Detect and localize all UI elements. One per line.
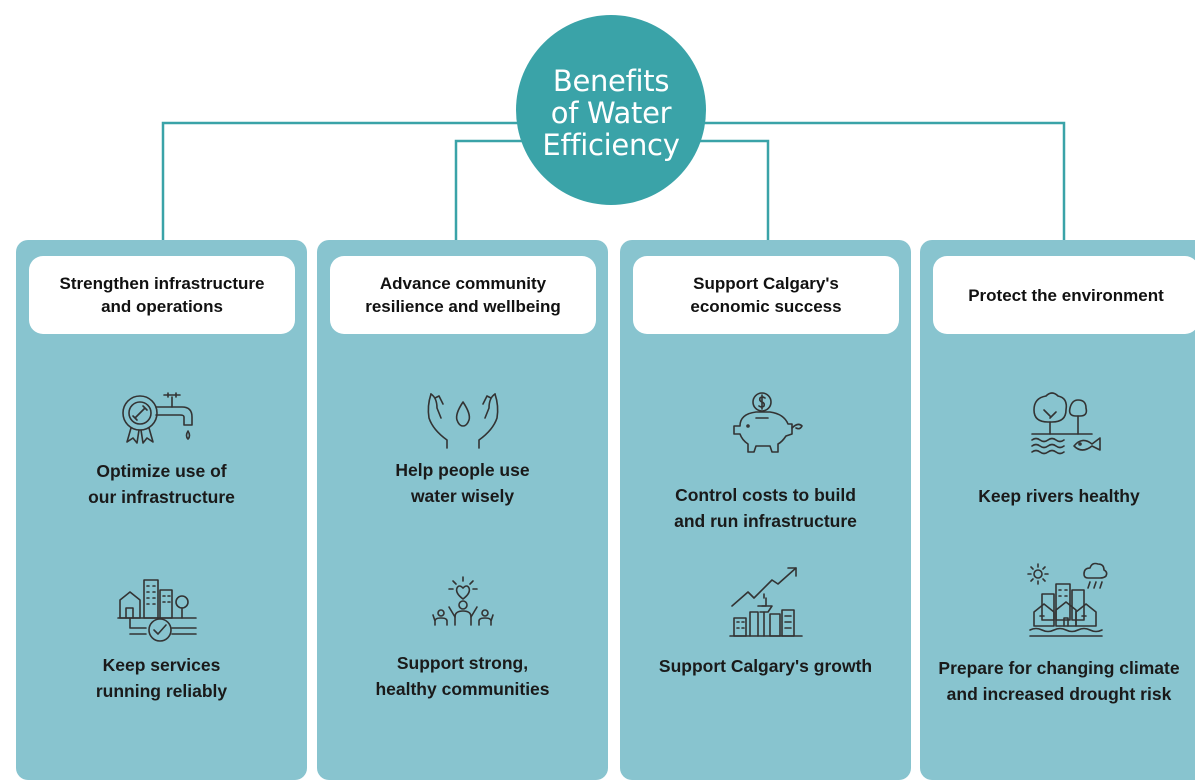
column-community: Advance community resilience and wellbei…: [317, 240, 608, 780]
column-title: Strengthen infrastructure and operations: [29, 256, 295, 334]
column-infrastructure: Strengthen infrastructure and operations…: [16, 240, 307, 780]
hub-title-line-1: Benefits: [552, 64, 670, 98]
city-weather-icon: [1026, 562, 1110, 640]
item-text: Keep rivers healthy: [978, 486, 1140, 506]
hub-title-line-2: of Water: [550, 96, 672, 130]
column-economic: Support Calgary's economic success Contr…: [620, 240, 911, 780]
item-text: Help people use water wisely: [395, 460, 530, 506]
hub-circle: Benefits of Water Efficiency: [516, 15, 706, 205]
buildings-pipe-check-icon: [116, 570, 204, 642]
faucet-gear-icon: [118, 375, 204, 447]
item-text: Prepare for changing climate and increas…: [938, 658, 1180, 704]
item-text: Support Calgary's growth: [658, 656, 873, 676]
column-title: Advance community resilience and wellbei…: [330, 256, 596, 334]
item-text: Control costs to build and run infrastru…: [674, 485, 857, 531]
city-growth-arrow-icon: [728, 566, 804, 638]
item-text: Keep services running reliably: [95, 655, 228, 701]
column-title: Support Calgary's economic success: [633, 256, 899, 334]
piggy-bank-icon: [726, 388, 806, 460]
hands-water-drop-icon: [423, 388, 503, 450]
people-heart-icon: [431, 573, 495, 629]
item-text: Support strong, healthy communities: [375, 653, 550, 699]
trees-river-fish-icon: [1026, 388, 1110, 458]
hub-title-line-3: Efficiency: [542, 128, 680, 162]
item-text: Optimize use of our infrastructure: [88, 461, 235, 507]
column-environment: Protect the environment Keep rivers heal…: [920, 240, 1195, 780]
column-title: Protect the environment: [933, 256, 1195, 334]
